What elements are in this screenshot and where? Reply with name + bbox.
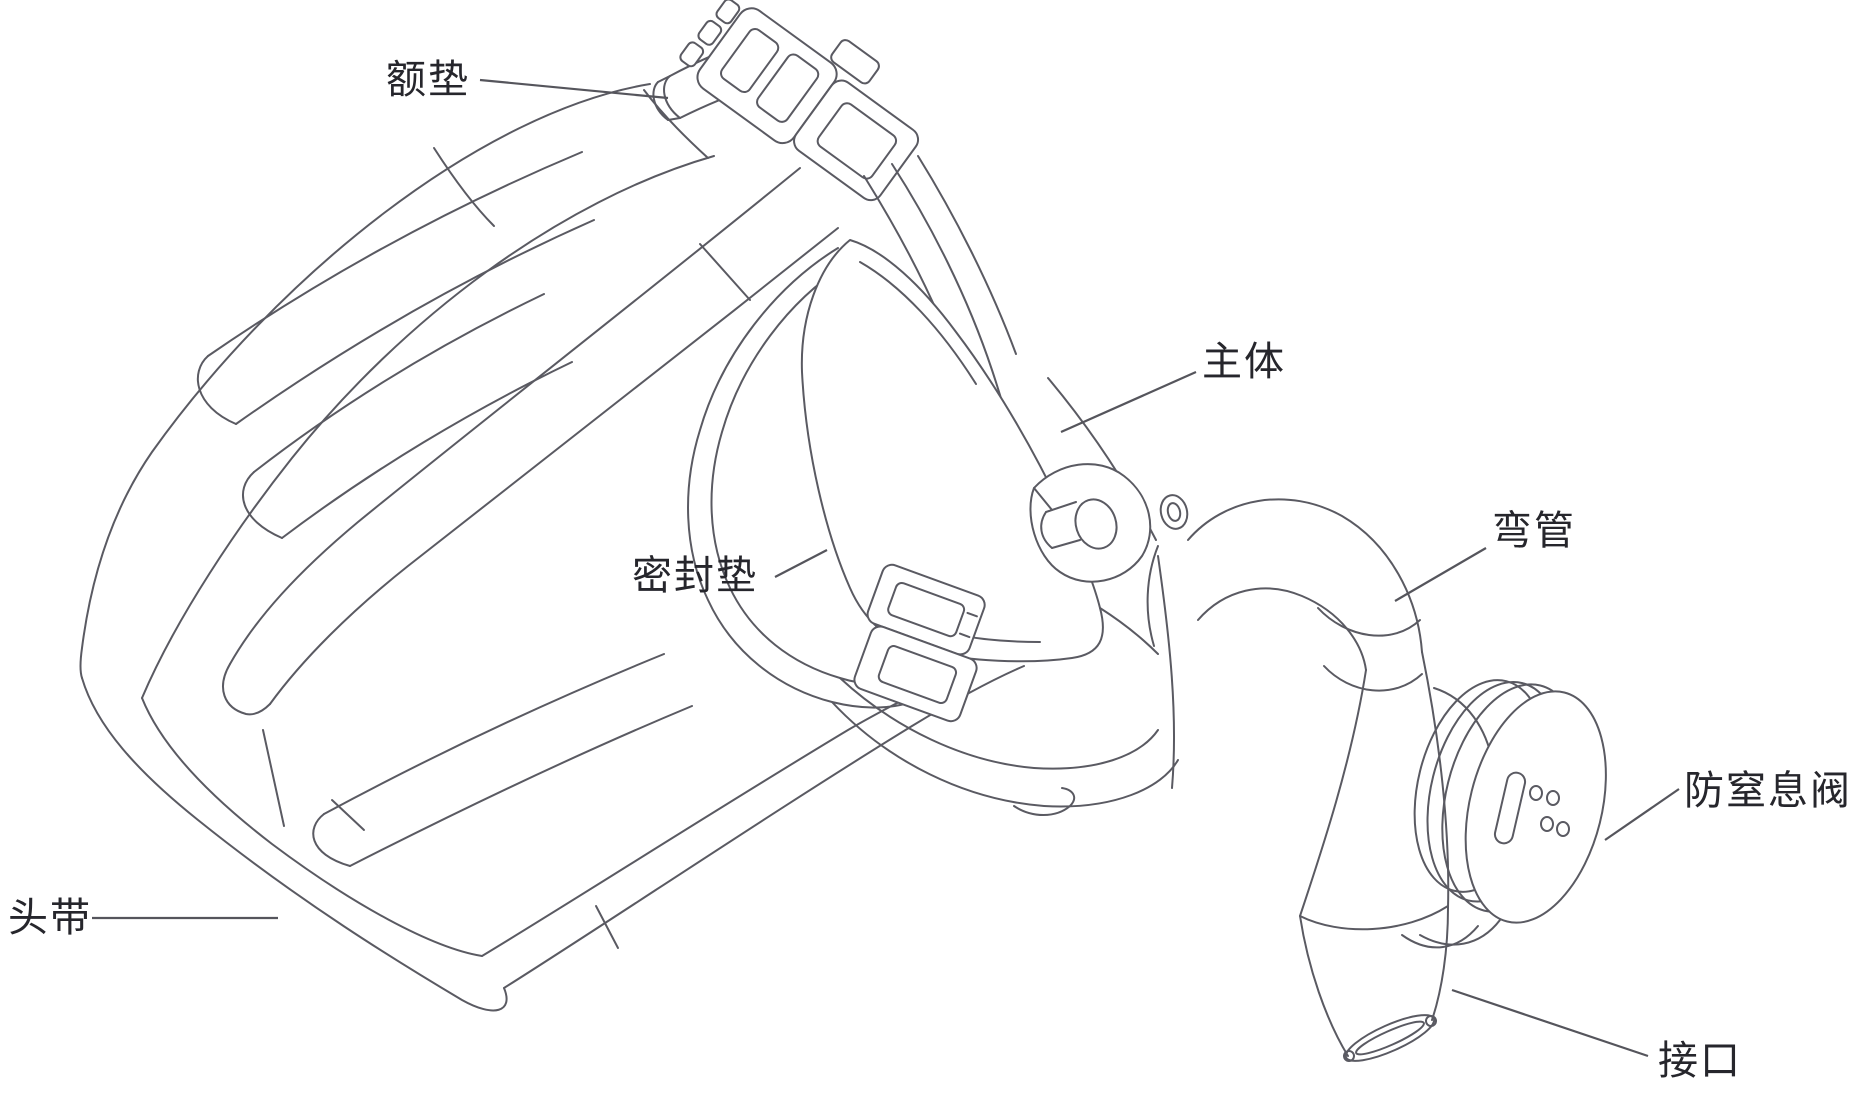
label-forehead-pad: 额垫 [386, 57, 470, 103]
elbow-tube-shape [1146, 498, 1516, 949]
label-elbow: 弯管 [1492, 508, 1576, 554]
leader-forehead-pad [479, 78, 669, 100]
strap-clip-shape [853, 563, 986, 723]
label-seal-pad: 密封垫 [632, 553, 758, 599]
mask-body-shape [800, 239, 1189, 663]
label-headband: 头带 [8, 895, 92, 941]
leader-seal-pad [774, 549, 828, 578]
headgear-straps-shape [79, 83, 1025, 1012]
top-buckle-shape [679, 0, 920, 202]
label-port: 接口 [1658, 1038, 1742, 1084]
anti-asphyxia-valve-shape [1413, 679, 1607, 924]
leader-main-body [1060, 370, 1197, 434]
label-anti-asphyxia-valve: 防窒息阀 [1684, 768, 1852, 814]
port-connector-shape [1299, 907, 1449, 1062]
leader-elbow [1394, 547, 1487, 602]
leader-port [1451, 988, 1649, 1058]
leader-lines [92, 78, 1680, 1058]
seal-cushion-shape [687, 247, 1179, 816]
leader-anti-asphyxia-valve [1604, 788, 1680, 841]
label-main-body: 主体 [1202, 339, 1286, 385]
